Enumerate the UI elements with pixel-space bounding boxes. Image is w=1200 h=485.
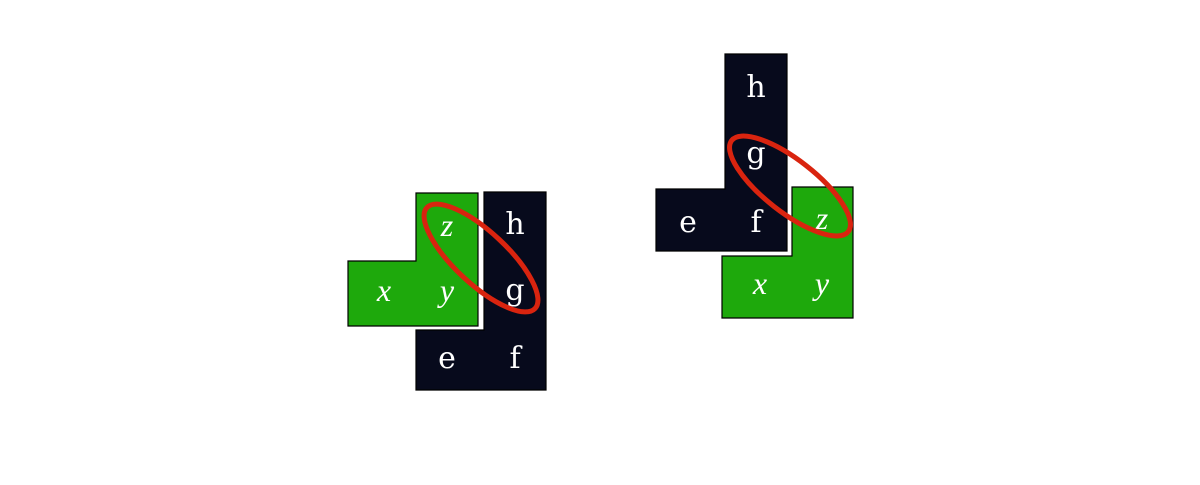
right-diagram: h g e f z x y [655,53,854,319]
right-green-piece [721,186,854,319]
left-label-x: x [376,272,391,308]
left-label-z: z [440,207,454,243]
right-label-z: z [815,200,829,236]
left-label-e: e [438,341,456,376]
right-highlight-ellipse [727,133,853,239]
right-label-f: f [750,205,763,240]
right-label-e: e [679,205,697,240]
right-label-x: x [752,265,767,301]
left-highlight-ellipse [421,201,541,315]
right-label-h: h [746,70,765,105]
left-label-y: y [437,272,455,308]
left-green-piece [347,192,479,327]
left-diagram: z x y h g e f [347,191,547,391]
left-label-f: f [509,341,522,376]
left-label-h: h [505,207,524,242]
left-dark-piece [415,191,547,391]
right-label-g: g [746,136,765,171]
right-label-y: y [812,265,830,301]
left-label-g: g [505,273,524,308]
right-dark-piece [655,53,788,252]
